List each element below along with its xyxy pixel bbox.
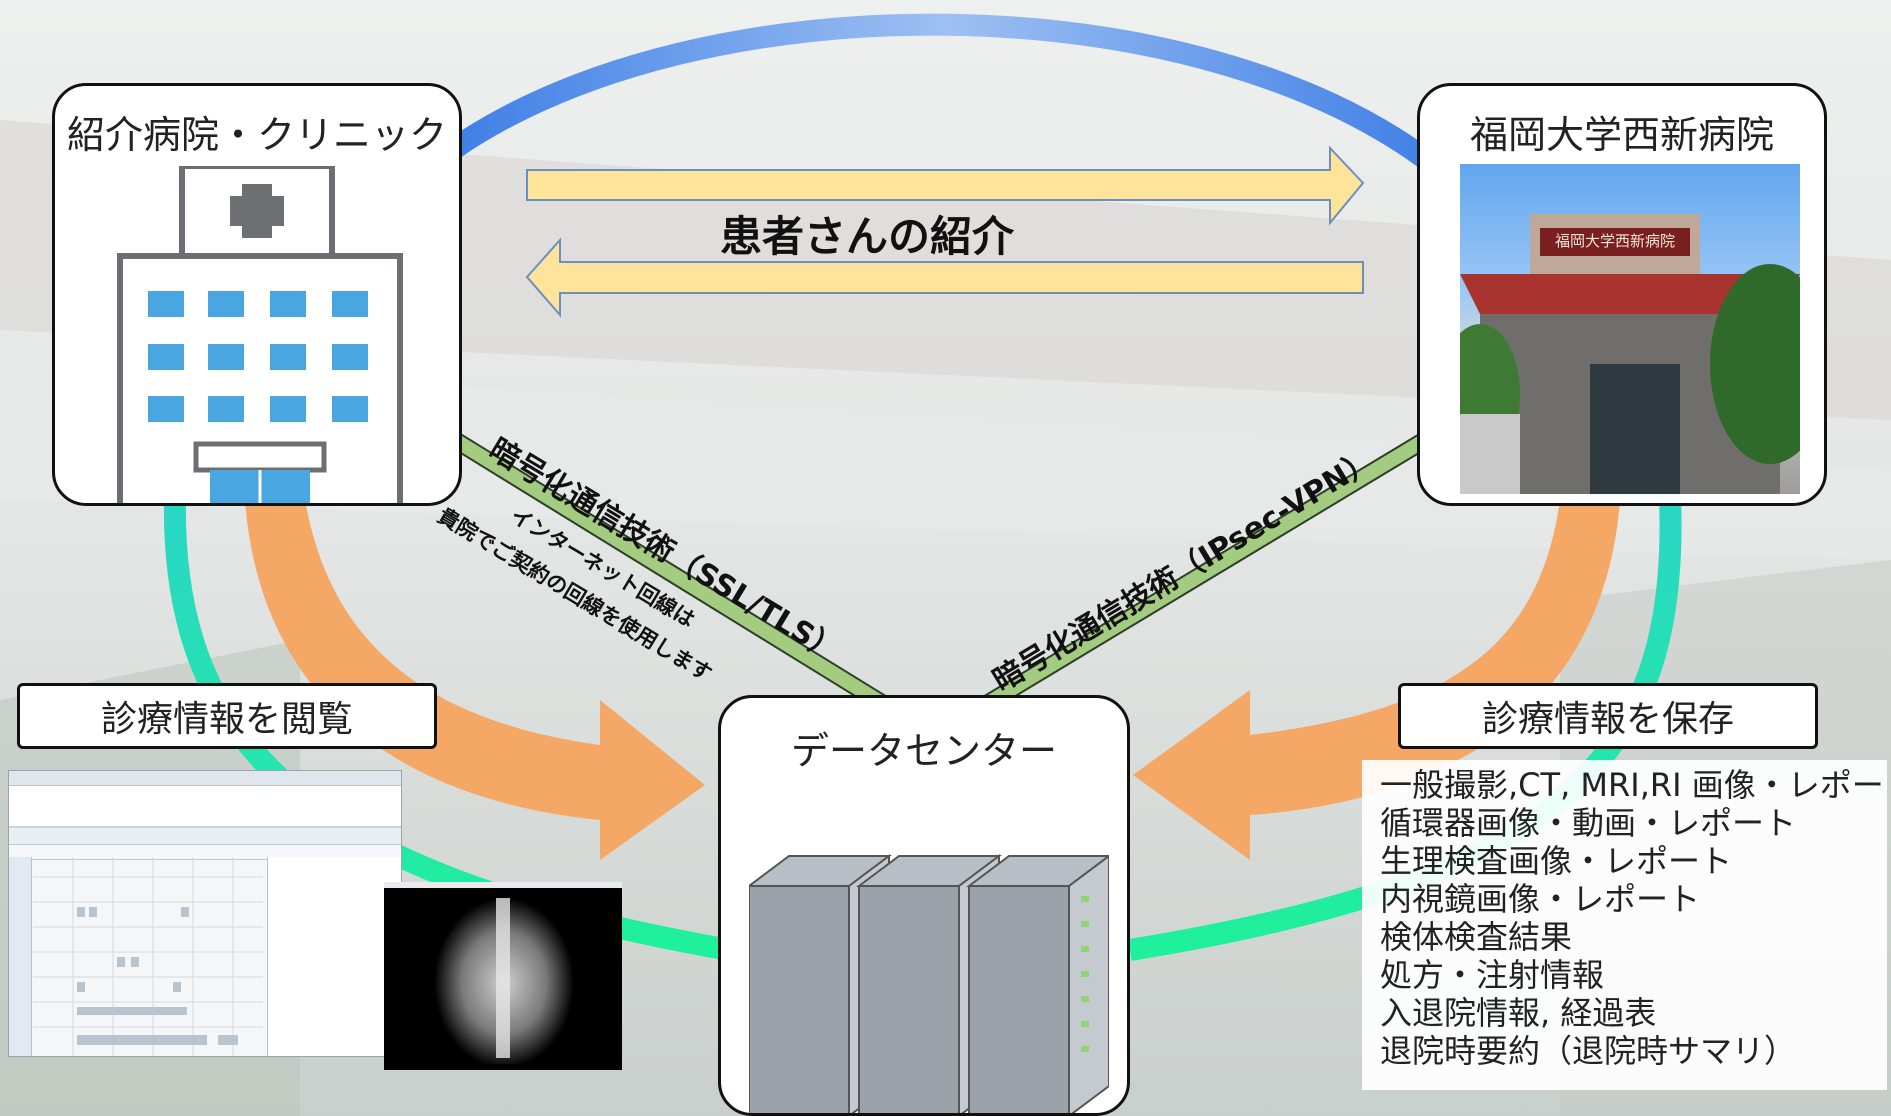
view-arrow <box>245 500 705 860</box>
patient-referral-label: 患者さんの紹介 <box>720 212 1015 261</box>
emr-sidebar <box>9 857 32 1056</box>
list-item: 入退院情報, 経過表 <box>1380 994 1657 1032</box>
xray-image <box>384 882 622 1070</box>
hospital-photo-sign: 福岡大学西新病院 <box>1554 232 1675 250</box>
hospital-photo-drawing <box>1460 214 1800 494</box>
emr-titlebar <box>9 771 401 786</box>
link-line-left-fill <box>451 434 889 711</box>
emr-header <box>9 786 401 828</box>
save-arrow <box>1133 500 1620 860</box>
referral-arrow-left <box>525 237 1364 318</box>
stored-items-list: 一般撮影,CT, MRI,RI 画像・レポート 循環器画像・動画・レポート 生理… <box>1362 760 1891 1090</box>
data-center-box: データセンター <box>718 695 1130 1116</box>
referring-hospital-box: 紹介病院・クリニック <box>52 83 462 506</box>
emr-toolbar <box>9 828 401 845</box>
list-item: 内視鏡画像・レポート <box>1380 880 1701 918</box>
view-records-label: 診療情報を閲覧 <box>17 683 437 749</box>
list-item: 退院時要約（退院時サマリ） <box>1380 1032 1797 1070</box>
xray-drawing <box>434 898 574 1068</box>
hospital-photo: 福岡大学西新病院 <box>1460 164 1800 494</box>
emr-notes-panel <box>267 857 401 1056</box>
emr-screenshot <box>8 770 402 1057</box>
link-line-right-fill <box>981 434 1429 711</box>
list-item: 循環器画像・動画・レポート <box>1380 804 1797 842</box>
list-item: 処方・注射情報 <box>1380 956 1605 994</box>
list-item: 生理検査画像・レポート <box>1380 842 1733 880</box>
list-item: 一般撮影,CT, MRI,RI 画像・レポート <box>1380 766 1891 804</box>
save-records-label: 診療情報を保存 <box>1398 683 1818 749</box>
emr-grid <box>33 857 263 1056</box>
server-rack-icon <box>749 854 1109 1113</box>
referral-arrow-right <box>526 145 1365 226</box>
hospital-building-icon <box>117 166 403 503</box>
data-center-title: データセンター <box>790 729 1057 773</box>
referring-hospital-title: 紹介病院・クリニック <box>66 113 447 157</box>
list-item: 検体検査結果 <box>1380 918 1573 956</box>
university-hospital-title: 福岡大学西新病院 <box>1469 113 1774 157</box>
emr-toolbar-2 <box>9 845 401 860</box>
university-hospital-box: 福岡大学西新病院 福岡大学西新病院 <box>1417 83 1827 506</box>
ring-top-arc <box>448 13 1447 179</box>
